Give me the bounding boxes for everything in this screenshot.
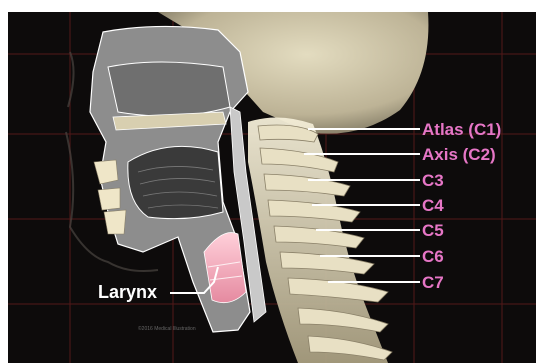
anatomy-drawing: ©2016 Medical Illustration bbox=[8, 12, 536, 363]
label-atlas-c1: Atlas (C1) bbox=[422, 121, 501, 138]
label-larynx: Larynx bbox=[98, 284, 157, 301]
label-c6: C6 bbox=[422, 248, 444, 265]
label-c5: C5 bbox=[422, 222, 444, 239]
label-c3: C3 bbox=[422, 172, 444, 189]
cervical-spine-illustration: ©2016 Medical Illustration Atlas (C1) Ax… bbox=[8, 12, 536, 363]
tongue bbox=[128, 146, 223, 218]
nasal-cavity bbox=[108, 62, 230, 116]
label-c7: C7 bbox=[422, 274, 444, 291]
label-c4: C4 bbox=[422, 197, 444, 214]
copyright-mark: ©2016 Medical Illustration bbox=[138, 325, 196, 332]
label-axis-c2: Axis (C2) bbox=[422, 146, 496, 163]
